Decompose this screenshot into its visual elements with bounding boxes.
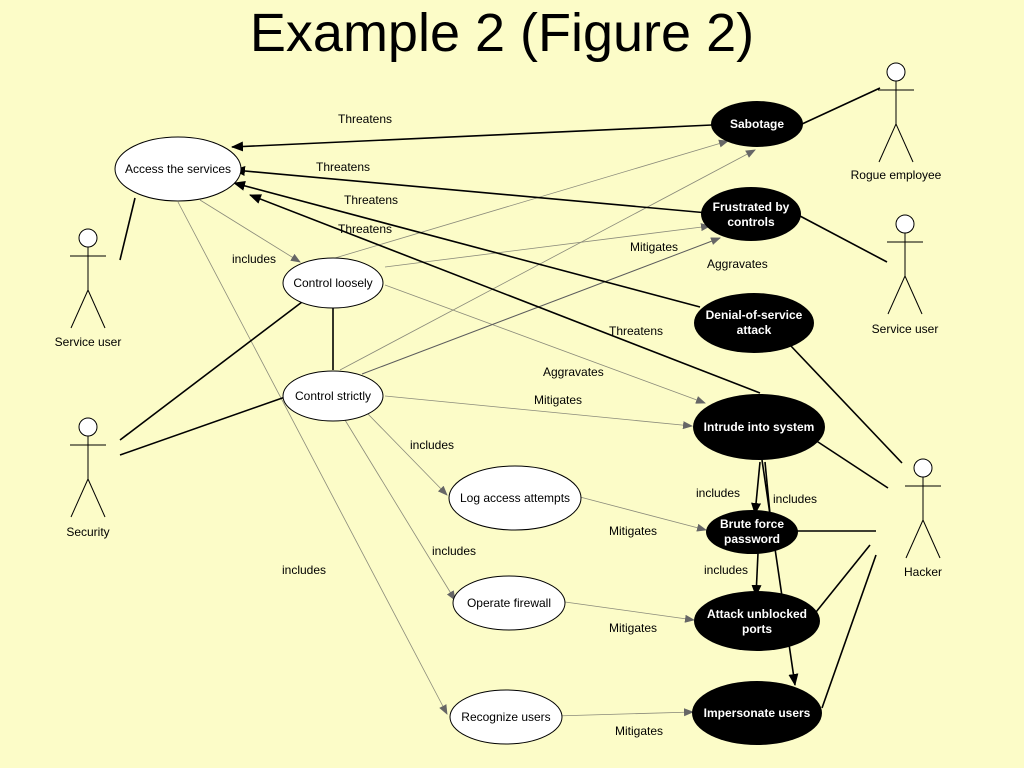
misuse-case-label: Sabotage <box>730 117 784 131</box>
misuse-case-attack-ports[interactable]: Attack unblocked ports <box>694 591 820 651</box>
misuse-case-label: Impersonate users <box>704 706 811 720</box>
actor-label-hacker: Hacker <box>904 565 942 579</box>
misuse-case-label: Brute force <box>720 517 784 531</box>
assoc-hacker-intrude <box>814 439 889 489</box>
edge-threatens-dos <box>233 180 701 308</box>
misuse-case-label: Frustrated by <box>713 200 790 214</box>
edge-mitigates-frustrated <box>384 223 711 268</box>
misuse-case-brute-force[interactable]: Brute force password <box>706 510 798 554</box>
misuse-case-label: controls <box>727 215 775 229</box>
edge-loosely-sabotage <box>334 139 729 259</box>
actor-label-service-user-left: Service user <box>55 335 122 349</box>
assoc-service-user-left <box>119 197 136 261</box>
label-mitigates: Mitigates <box>630 240 678 254</box>
label-mitigates: Mitigates <box>609 524 657 538</box>
actor-service-user-right[interactable] <box>887 214 923 315</box>
edge-labels: Threatens Threatens Threatens Threatens … <box>232 112 817 738</box>
use-case-label: Control strictly <box>295 389 371 403</box>
use-case-access-services[interactable]: Access the services <box>114 136 242 202</box>
label-includes: includes <box>704 563 748 577</box>
edge-threatens-frustrated <box>233 166 709 214</box>
use-case-label: Operate firewall <box>467 596 551 610</box>
edge-mitigates-ports <box>564 601 695 623</box>
label-threatens: Threatens <box>344 193 398 207</box>
edge-aggravates-frustrated <box>361 237 721 375</box>
label-mitigates: Mitigates <box>615 724 663 738</box>
label-includes: includes <box>410 438 454 452</box>
edge-includes-impersonate <box>761 459 799 686</box>
edge-includes-log <box>366 412 448 496</box>
misuse-case-intrude[interactable]: Intrude into system <box>693 394 825 460</box>
label-includes: includes <box>432 544 476 558</box>
edge-aggravates-intrude <box>384 284 706 404</box>
label-threatens: Threatens <box>609 324 663 338</box>
misuse-case-frustrated[interactable]: Frustrated by controls <box>701 187 801 241</box>
label-threatens: Threatens <box>338 112 392 126</box>
misuse-case-label: ports <box>742 622 772 636</box>
label-threatens: Threatens <box>338 222 392 236</box>
label-includes: includes <box>282 563 326 577</box>
misuse-case-label: Attack unblocked <box>707 607 807 621</box>
assoc-hacker-dos <box>789 344 903 464</box>
edge-includes-recognize <box>177 201 448 715</box>
thick-relations <box>119 87 903 709</box>
misuse-case-sabotage[interactable]: Sabotage <box>711 101 803 147</box>
use-case-control-loosely[interactable]: Control loosely <box>282 257 384 309</box>
label-mitigates: Mitigates <box>609 621 657 635</box>
misuse-case-label: Denial-of-service <box>706 308 803 322</box>
label-aggravates: Aggravates <box>707 257 768 271</box>
edge-mitigates-brute <box>579 496 707 532</box>
edge-includes-control-loosely <box>199 199 301 263</box>
use-case-operate-firewall[interactable]: Operate firewall <box>452 575 566 631</box>
assoc-hacker-impersonate <box>821 554 877 709</box>
actor-hacker[interactable] <box>905 458 941 559</box>
assoc-security-loosely <box>119 301 303 441</box>
actor-label-service-user-right: Service user <box>872 322 939 336</box>
misuse-case-label: attack <box>737 323 772 337</box>
assoc-service-user-frustrated <box>799 215 888 263</box>
thin-relations <box>177 139 756 717</box>
label-includes: includes <box>232 252 276 266</box>
label-includes: includes <box>773 492 817 506</box>
edge-includes-brute <box>751 461 762 515</box>
actor-security[interactable] <box>70 417 106 518</box>
use-case-label: Recognize users <box>461 710 550 724</box>
edge-threatens-intrude <box>249 194 761 394</box>
misuse-case-dos[interactable]: Denial-of-service attack <box>694 293 814 353</box>
actor-label-security: Security <box>66 525 109 539</box>
misuse-case-impersonate[interactable]: Impersonate users <box>692 681 822 745</box>
label-threatens: Threatens <box>316 160 370 174</box>
use-case-recognize-users[interactable]: Recognize users <box>449 689 563 745</box>
actor-service-user-left[interactable] <box>70 228 106 329</box>
assoc-security-strictly <box>119 395 289 456</box>
edge-mitigates-impersonate <box>554 708 694 717</box>
misuse-case-label: Intrude into system <box>704 420 815 434</box>
edge-threatens-sabotage <box>231 124 713 152</box>
label-aggravates: Aggravates <box>543 365 604 379</box>
actor-rogue-employee[interactable] <box>878 62 914 163</box>
slide-title: Example 2 (Figure 2) <box>249 3 755 63</box>
edge-includes-ports <box>751 552 762 597</box>
edge-includes-firewall <box>344 419 456 601</box>
edge-mitigates-intrude <box>384 395 693 430</box>
misuse-case-label: password <box>724 532 780 546</box>
use-case-control-strictly[interactable]: Control strictly <box>282 370 384 422</box>
label-mitigates: Mitigates <box>534 393 582 407</box>
assoc-rogue-sabotage <box>801 87 881 125</box>
misuse-cases: Sabotage Frustrated by controls Denial-o… <box>692 101 825 745</box>
use-case-label: Access the services <box>125 162 231 176</box>
label-includes: includes <box>696 486 740 500</box>
use-case-label: Control loosely <box>293 276 372 290</box>
actor-label-rogue-employee: Rogue employee <box>851 168 942 182</box>
assoc-hacker-ports <box>811 544 871 618</box>
use-case-label: Log access attempts <box>460 491 570 505</box>
use-cases: Access the services Control loosely Cont… <box>114 136 582 745</box>
edge-strictly-sabotage <box>339 149 756 371</box>
actors <box>70 62 941 559</box>
use-case-log-access[interactable]: Log access attempts <box>448 465 582 531</box>
actor-labels: Rogue employee Service user Service user… <box>55 168 942 579</box>
